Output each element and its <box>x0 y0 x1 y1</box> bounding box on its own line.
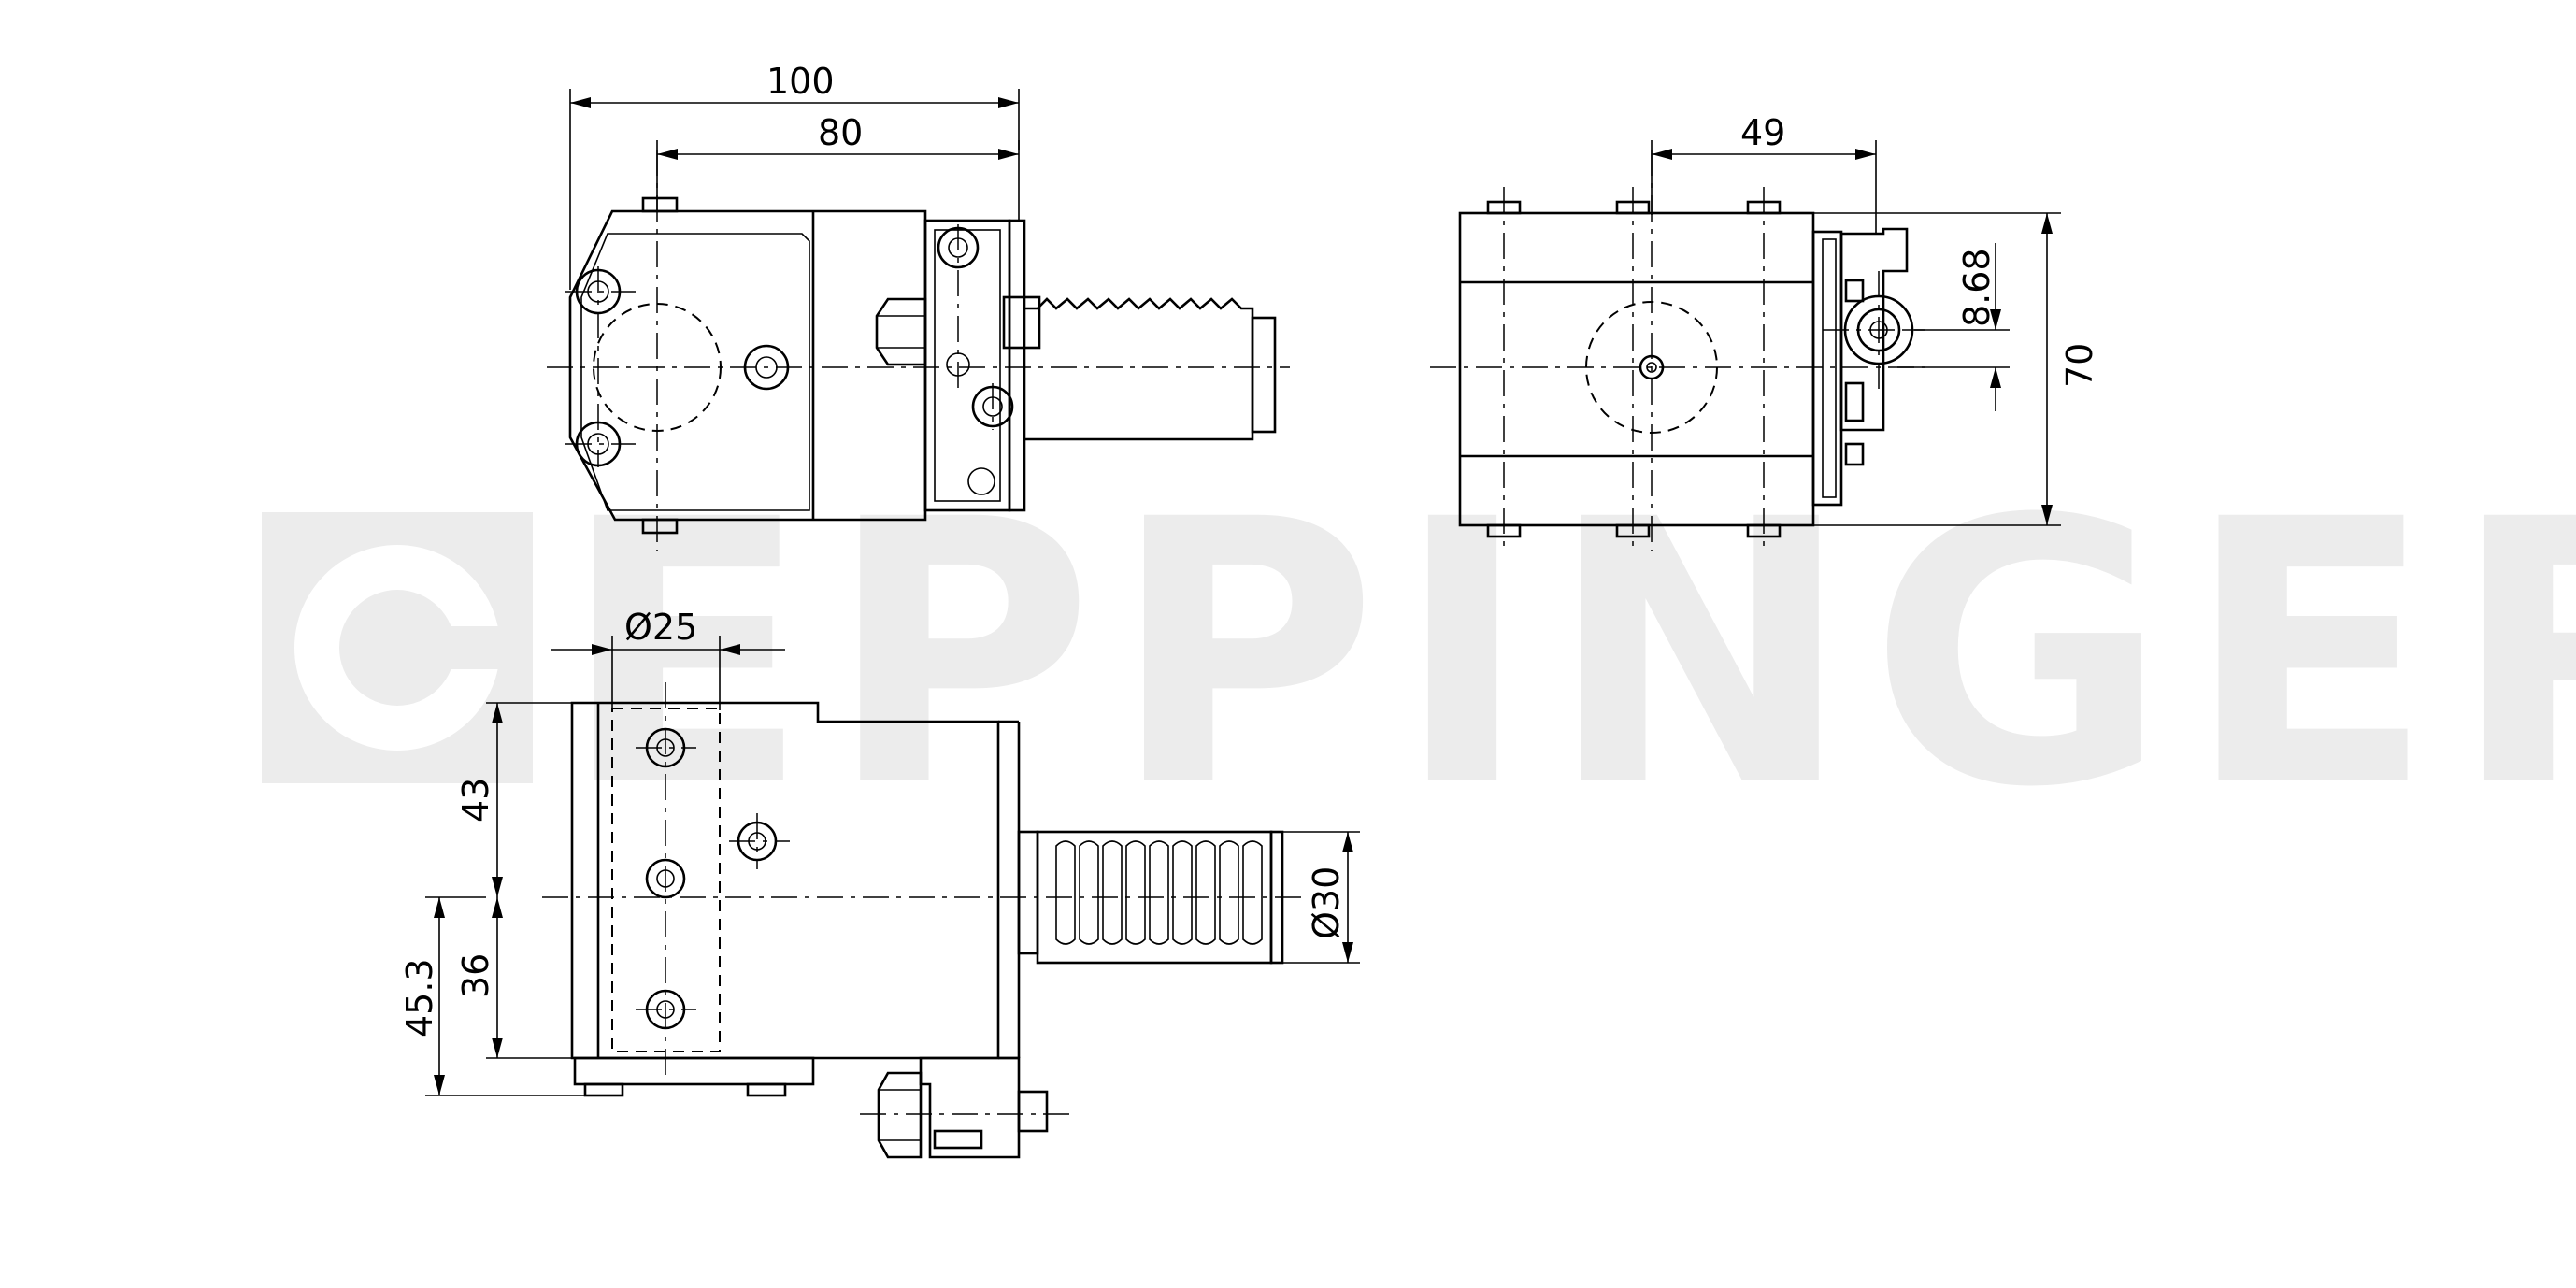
bottom-shank-serrations <box>1055 840 1263 945</box>
dim-bottom-shank-diameter: Ø30 <box>1306 866 1347 939</box>
eppinger-watermark: EPPINGER <box>262 442 2576 866</box>
side-dimensions: 49 70 8.68 <box>1651 112 2100 526</box>
dim-bottom-total-offset: 45.3 <box>399 958 440 1038</box>
dim-bottom-lower-height: 36 <box>455 953 496 998</box>
eppinger-logo-icon <box>262 512 533 783</box>
dim-side-height: 70 <box>2059 343 2100 388</box>
dim-side-offset: 49 <box>1740 112 1785 153</box>
bottom-base-plate <box>573 1056 815 1086</box>
dim-bottom-upper-height: 43 <box>455 778 496 823</box>
bottom-view <box>542 682 1309 1159</box>
bottom-hidden-bore <box>611 708 721 1052</box>
dim-front-body-width: 80 <box>818 112 863 153</box>
bottom-hex-nut <box>877 1071 923 1159</box>
side-view <box>1430 150 1925 551</box>
side-clamp <box>1839 227 1909 432</box>
watermark-brand-text: EPPINGER <box>561 442 2576 866</box>
front-body-outline <box>568 209 927 522</box>
dim-front-overall-width: 100 <box>766 61 835 102</box>
bottom-dimensions: Ø25 43 36 45.3 Ø30 <box>399 607 1360 1096</box>
front-dimensions: 100 80 <box>569 61 1020 290</box>
dim-bottom-bore-diameter: Ø25 <box>624 607 697 648</box>
front-view <box>547 150 1290 551</box>
dim-side-small-offset: 8.68 <box>1956 248 1997 327</box>
front-face-plate <box>580 233 810 511</box>
front-shank <box>1024 297 1254 441</box>
front-hex-nut <box>875 297 927 366</box>
